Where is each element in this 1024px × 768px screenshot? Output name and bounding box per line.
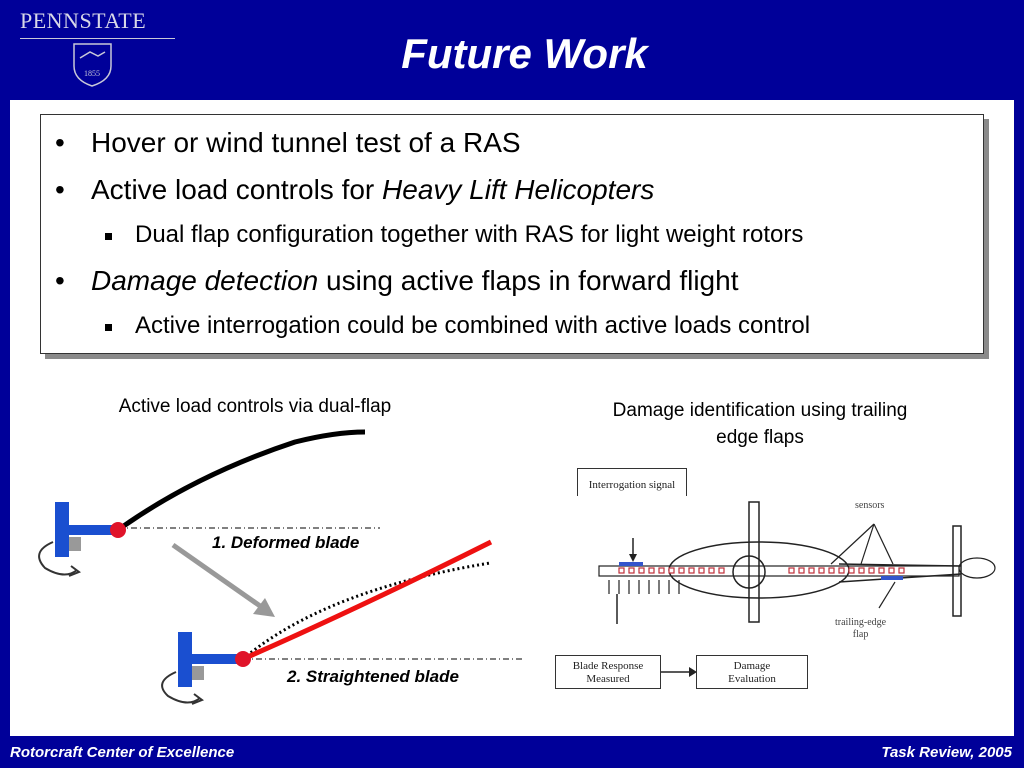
- page-title: Future Work: [401, 30, 648, 77]
- bullet-text-prefix: Active load controls for: [91, 174, 383, 205]
- hinge-point: [235, 651, 251, 667]
- bullet-text: Active load controls for Heavy Lift Heli…: [91, 174, 654, 206]
- bullet-text-italic: Heavy Lift Helicopters: [382, 174, 655, 205]
- logo-divider: [20, 38, 175, 39]
- sensors-label: sensors: [855, 500, 885, 511]
- square-bullet-icon: [105, 233, 112, 240]
- rotor-hub-icon: [38, 502, 119, 577]
- straightened-blade-label: 2. Straightened blade: [287, 667, 459, 686]
- left-figure-caption: Active load controls via dual-flap: [118, 396, 392, 417]
- interrogation-signal-label: Interrogation signal: [588, 479, 676, 491]
- damage-evaluation-box: Damage Evaluation: [696, 655, 808, 689]
- caption-line: Damage identification using trailing: [612, 400, 908, 421]
- rotor-hub-icon: [161, 632, 244, 705]
- footer-right: Task Review, 2005: [881, 744, 1012, 761]
- hinge-point: [110, 522, 126, 538]
- bullet-box: • Hover or wind tunnel test of a RAS • A…: [40, 114, 984, 354]
- blade-response-box: Blade Response Measured: [555, 655, 661, 689]
- logo-year: 1855: [84, 69, 100, 78]
- logo-text: PENNSTATE: [20, 8, 147, 33]
- straightened-blade: [241, 539, 493, 662]
- bullet-text: Hover or wind tunnel test of a RAS: [91, 127, 521, 158]
- bullet-text-italic: Damage detection: [91, 265, 319, 296]
- dotted-deformed-blade: [242, 561, 491, 661]
- damage-identification-diagram: Interrogation signal: [553, 468, 1003, 698]
- deformed-blade: [116, 429, 366, 533]
- bullet-text-suffix: using active flaps in forward flight: [318, 265, 739, 296]
- pennstate-logo: PENNSTATE 1855: [20, 8, 180, 88]
- bullet-text: Damage detection using active flaps in f…: [91, 265, 738, 297]
- caption-line: edge flaps: [716, 427, 804, 448]
- shield-icon: 1855: [73, 43, 112, 87]
- helicopter-schematic: [569, 496, 1001, 624]
- right-figure-caption: Damage identification using trailing edg…: [570, 397, 950, 451]
- arrow-right-icon: [661, 667, 697, 677]
- sub-bullet-text: Active interrogation could be combined w…: [135, 312, 811, 339]
- footer-left: Rotorcraft Center of Excellence: [10, 744, 235, 761]
- deformed-blade-label: 1. Deformed blade: [212, 533, 360, 552]
- transition-arrow: [171, 542, 265, 611]
- dual-flap-diagram: [38, 429, 525, 705]
- trailing-edge-flap-label: trailing-edge flap: [835, 617, 887, 640]
- square-bullet-icon: [105, 324, 112, 331]
- sub-bullet-text: Dual flap configuration together with RA…: [135, 221, 804, 248]
